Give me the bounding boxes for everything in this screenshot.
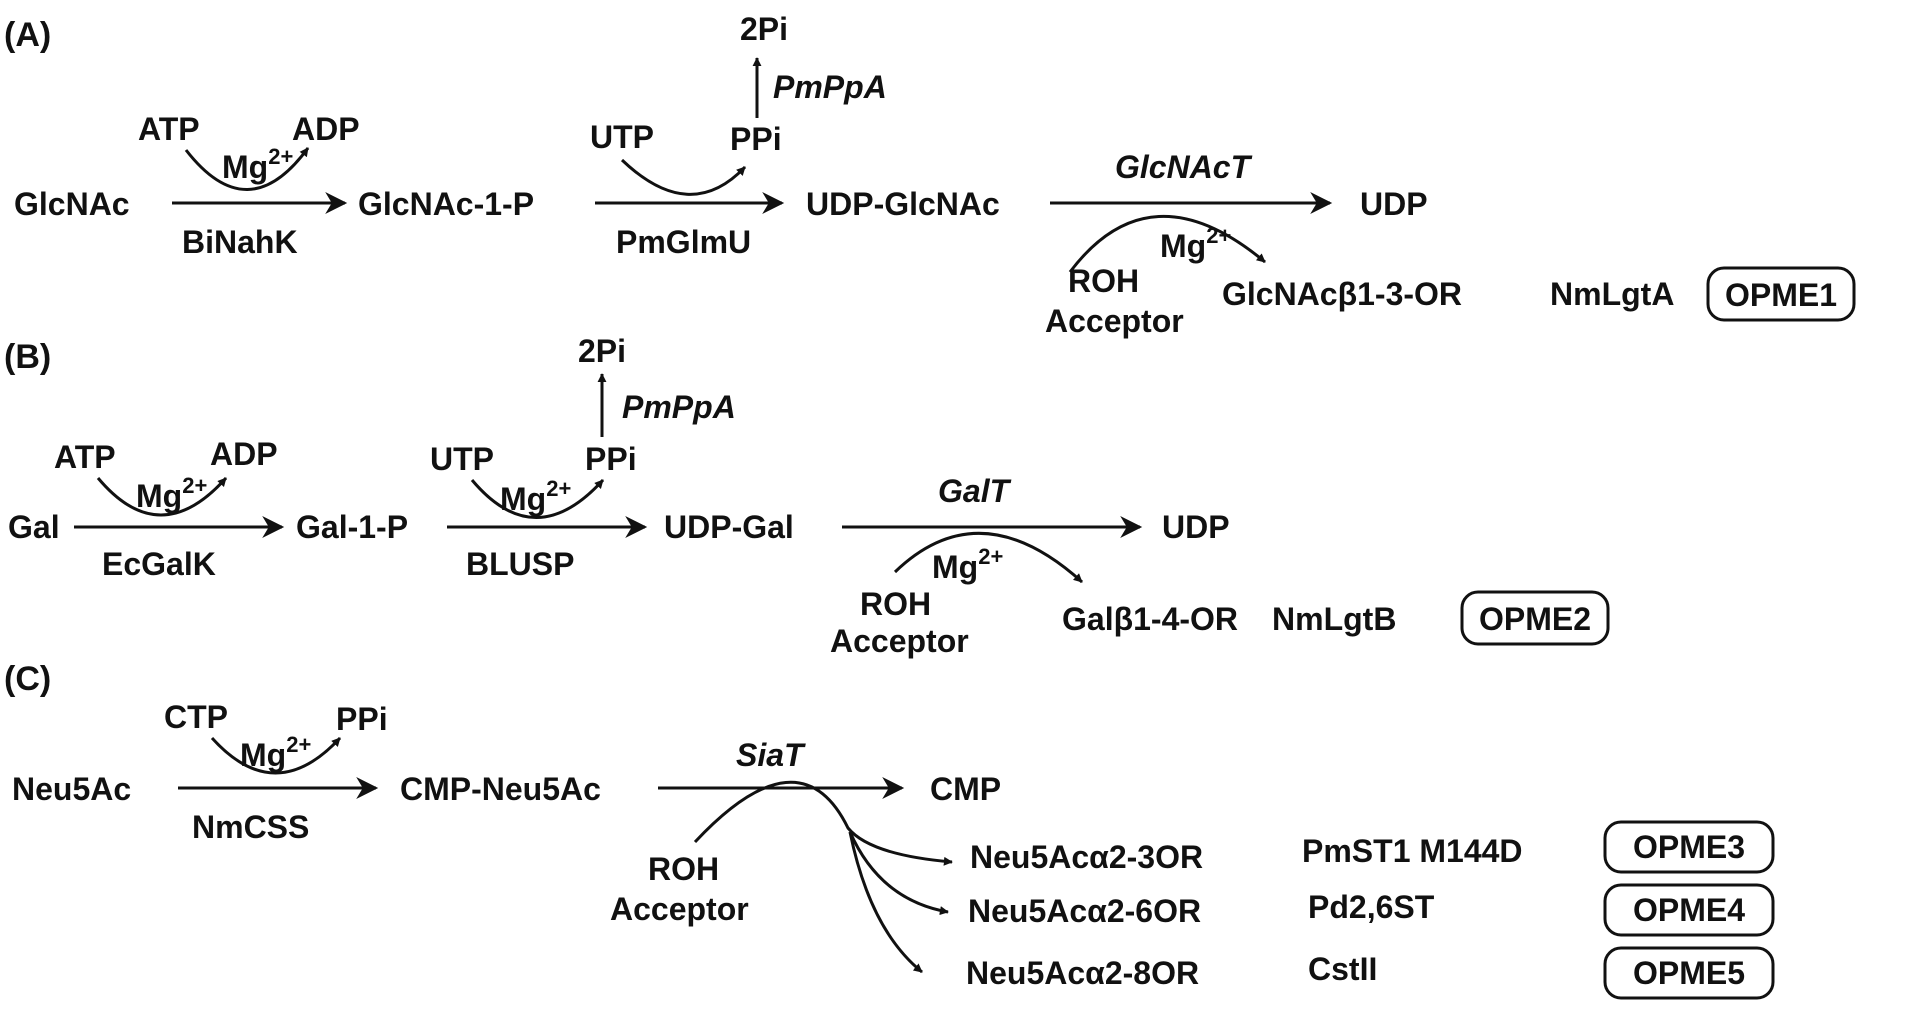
nmcss-enzyme-label: NmCSS <box>192 809 309 845</box>
ctp-label: CTP <box>164 699 228 735</box>
siat-enzyme-label: SiaT <box>736 737 806 773</box>
pmppa-enzyme-label-b: PmPpA <box>622 389 736 425</box>
mg-cofactor-label-2: Mg2+ <box>1160 223 1231 264</box>
opme2-label: OPME2 <box>1479 601 1591 637</box>
pmst1-enzyme-label: PmST1 M144D <box>1302 833 1523 869</box>
opme1-badge <box>1706 266 1856 322</box>
glcnact-enzyme-label: GlcNAcT <box>1115 149 1253 185</box>
cstii-enzyme-label: CstII <box>1308 951 1377 987</box>
ecgalk-enzyme-label: EcGalK <box>102 546 216 582</box>
roh-label-b: ROH <box>860 586 931 622</box>
galt-enzyme-label: GalT <box>938 473 1012 509</box>
udp-glcnac-label: UDP-GlcNAc <box>806 186 1000 222</box>
roh-label: ROH <box>1068 263 1139 299</box>
gal-label: Gal <box>8 509 60 545</box>
utp-ppi-curved-arrow <box>620 158 747 196</box>
mg-cofactor-label-b3: Mg2+ <box>932 544 1003 585</box>
roh-label-c: ROH <box>648 851 719 887</box>
gal-1-p-label: Gal-1-P <box>296 509 408 545</box>
ppi-label-b: PPi <box>585 441 637 477</box>
opme2-badge <box>1460 590 1610 646</box>
opme4-label: OPME4 <box>1633 892 1745 928</box>
atp-label: ATP <box>138 111 200 147</box>
acceptor-curved-arrow <box>1068 215 1266 273</box>
two-pi-label: 2Pi <box>740 11 788 47</box>
glcnac-1-p-label: GlcNAc-1-P <box>358 186 534 222</box>
binahk-enzyme-label: BiNahK <box>182 224 298 260</box>
opme5-label: OPME5 <box>1633 955 1745 991</box>
neu5ac-a2-6-product: Neu5Acα2-6OR <box>968 893 1201 929</box>
mg-cofactor-label-b: Mg2+ <box>136 473 207 514</box>
acceptor-label: Acceptor <box>1045 303 1184 339</box>
panel-a-label: (A) <box>4 16 51 54</box>
adp-label: ADP <box>292 111 360 147</box>
udp-label: UDP <box>1360 186 1428 222</box>
nmlgta-enzyme-label: NmLgtA <box>1550 276 1674 312</box>
cmp-neu5ac-label: CMP-Neu5Ac <box>400 771 601 807</box>
opme4-badge <box>1603 883 1775 937</box>
panel-c-label: (C) <box>4 660 51 698</box>
panel-c: (C) Neu5Ac CTP PPi Mg2+ NmCSS CMP-Neu5Ac… <box>4 660 1775 1000</box>
atp-adp-curved-arrow-b <box>96 477 228 517</box>
two-pi-label-b: 2Pi <box>578 333 626 369</box>
mg-cofactor-label-b2: Mg2+ <box>500 476 571 517</box>
ppi-label-c: PPi <box>336 701 388 737</box>
glcnac-product-label: GlcNAcβ1-3-OR <box>1222 276 1462 312</box>
atp-label-b: ATP <box>54 439 116 475</box>
ctp-ppi-curved-arrow <box>210 736 342 775</box>
mg-cofactor-label: Mg2+ <box>222 144 293 185</box>
glcnac-label: GlcNAc <box>14 186 130 222</box>
opme3-label: OPME3 <box>1633 829 1745 865</box>
nmlgtb-enzyme-label: NmLgtB <box>1272 601 1396 637</box>
ppi-label: PPi <box>730 121 782 157</box>
alpha2-3-branch-arrow <box>693 780 953 866</box>
utp-label: UTP <box>590 119 654 155</box>
acceptor-label-b: Acceptor <box>830 623 969 659</box>
alpha2-6-branch-arrow <box>848 831 949 916</box>
panel-b-label: (B) <box>4 338 51 376</box>
utp-label-b: UTP <box>430 441 494 477</box>
neu5ac-a2-8-product: Neu5Acα2-8OR <box>966 955 1199 991</box>
neu5ac-label: Neu5Ac <box>12 771 131 807</box>
alpha2-8-branch-arrow <box>848 831 923 974</box>
pd26st-enzyme-label: Pd2,6ST <box>1308 889 1435 925</box>
pmppa-enzyme-label: PmPpA <box>773 69 887 105</box>
panel-a: (A) GlcNAc ATP ADP Mg2+ BiNahK GlcNAc-1-… <box>4 11 1856 339</box>
opme1-label: OPME1 <box>1725 277 1837 313</box>
udp-gal-label: UDP-Gal <box>664 509 794 545</box>
panel-b: (B) Gal ATP ADP Mg2+ EcGalK Gal-1-P UTP … <box>4 333 1610 659</box>
acceptor-label-c: Acceptor <box>610 891 749 927</box>
acceptor-curved-arrow-b <box>893 532 1084 584</box>
pmglmu-enzyme-label: PmGlmU <box>616 224 751 260</box>
atp-adp-curved-arrow <box>184 147 310 191</box>
neu5ac-a2-3-product: Neu5Acα2-3OR <box>970 839 1203 875</box>
gal-product-label: Galβ1-4-OR <box>1062 601 1238 637</box>
cmp-label: CMP <box>930 771 1001 807</box>
opme3-badge <box>1603 820 1775 874</box>
udp-label-b: UDP <box>1162 509 1230 545</box>
mg-cofactor-label-c: Mg2+ <box>240 732 311 773</box>
utp-ppi-curved-arrow-b <box>470 478 605 519</box>
opme5-badge <box>1603 946 1775 1000</box>
blusp-enzyme-label: BLUSP <box>466 546 574 582</box>
adp-label-b: ADP <box>210 436 278 472</box>
